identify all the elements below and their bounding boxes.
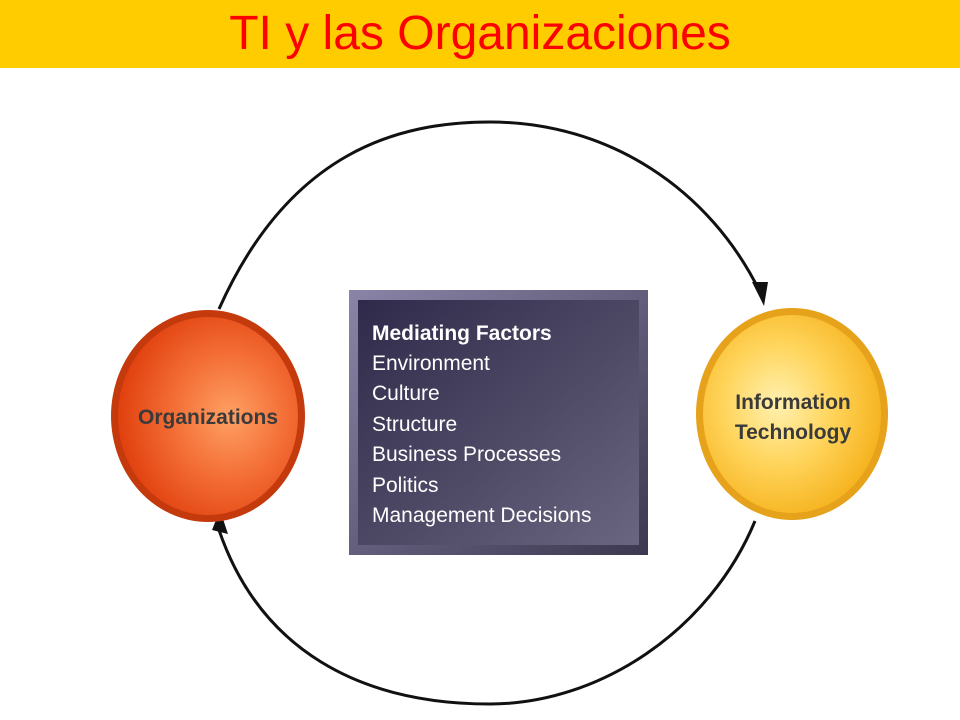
slide-title: TI y las Organizaciones [229,7,731,60]
factor-item: Management Decisions [372,504,591,527]
factor-item: Business Processes [372,443,561,466]
factor-item: Environment [372,352,490,375]
information-technology-label-line1: Information [735,391,851,414]
factors-heading: Mediating Factors [372,322,552,345]
top-cycle-arc [217,120,762,310]
organizations-node: Organizations [111,310,305,522]
factor-item: Politics [372,474,439,497]
information-technology-node: Information Technology [696,308,888,520]
title-bar [0,0,960,68]
top-arrowhead [752,282,768,306]
bottom-cycle-arc [217,520,757,706]
factor-item: Culture [372,382,440,405]
bottom-arrowhead [212,510,228,534]
factor-item: Structure [372,413,457,436]
mediating-factors-box: Mediating Factors Environment Culture St… [349,290,648,555]
organizations-label: Organizations [138,406,278,429]
information-technology-label-line2: Technology [735,421,852,444]
